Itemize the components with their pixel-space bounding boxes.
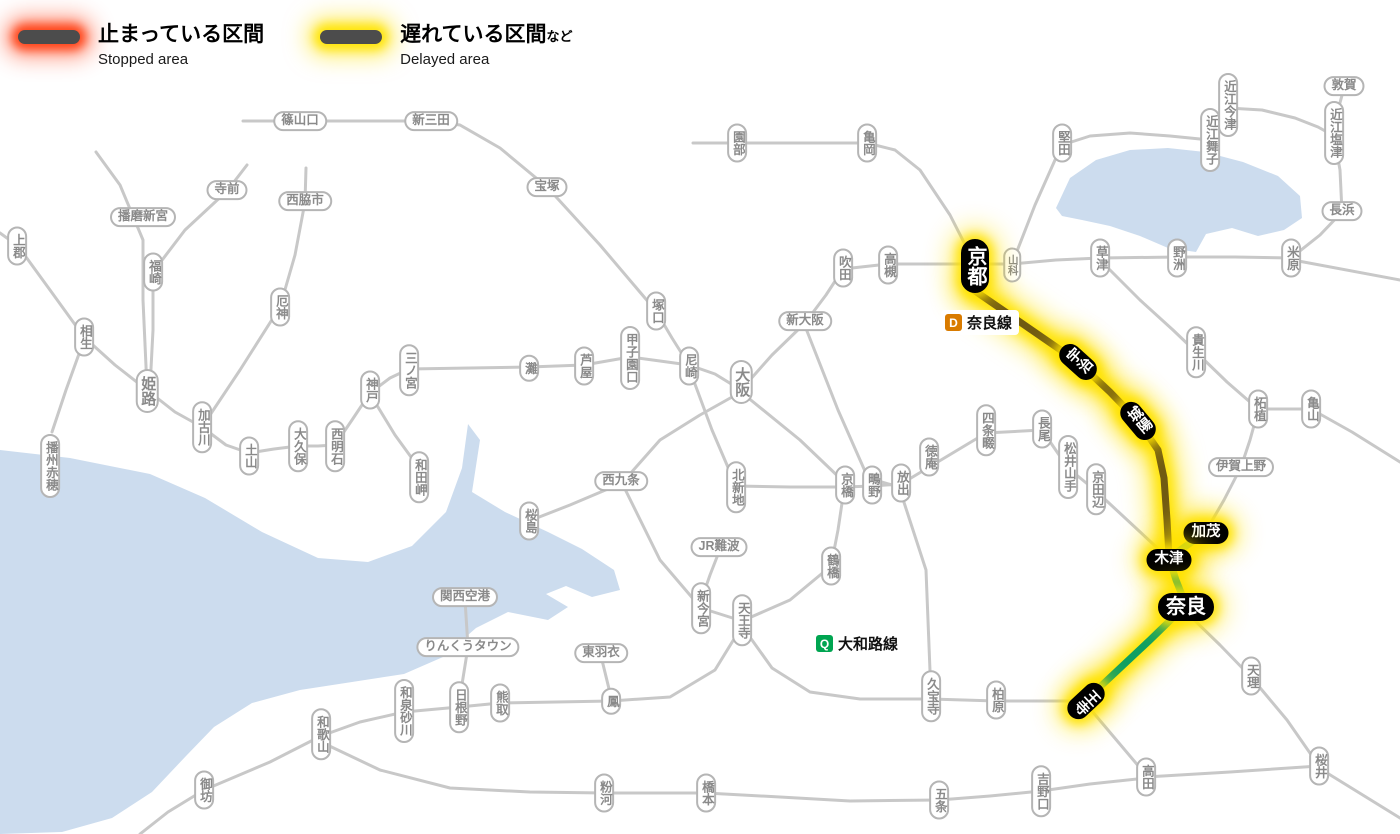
delayed-label: 遅れている区間など — [400, 18, 572, 48]
legend: 止まっている区間 Stopped area 遅れている区間など Delayed … — [18, 18, 573, 68]
rail-line-gakkentoshi — [843, 428, 1168, 558]
rail-line-hagoromo — [599, 654, 613, 699]
legend-delayed-text: 遅れている区間など Delayed area — [400, 18, 572, 68]
water-lake-biwa — [1056, 148, 1302, 252]
rail-line-fukuchiyama — [241, 119, 691, 367]
rail-line-kishin — [94, 150, 149, 390]
rail-line-namba-branch — [699, 555, 719, 603]
rail-line-kusatsu — [1098, 258, 1260, 411]
water-osaka-bay — [0, 424, 620, 834]
nara-line-symbol-icon: D — [945, 314, 962, 331]
rail-line-sakurajima — [527, 481, 624, 523]
rail-line-kansai-iga — [1204, 409, 1260, 533]
rail-line-bantan — [148, 163, 249, 390]
yamatoji-line-symbol-icon: Q — [816, 635, 833, 652]
rail-line-sanyo-main — [0, 231, 743, 455]
delayed-label-main: 遅れている区間 — [400, 23, 547, 46]
rail-line-wadamisaki — [368, 392, 421, 470]
nara-line-name: 奈良線 — [967, 315, 1013, 332]
yamatoji-line-name: 大和路線 — [838, 636, 899, 653]
legend-stopped-text: 止まっている区間 Stopped area — [98, 18, 264, 68]
rail-line-tokaido-east — [1291, 258, 1400, 282]
rail-line-ako — [50, 338, 86, 434]
rail-line-yamatoji-west — [740, 624, 1088, 703]
legend-stopped: 止まっている区間 Stopped area — [18, 18, 264, 68]
rail-line-wakayama — [319, 740, 1148, 803]
rail-line-kansai-east — [1256, 407, 1400, 464]
stopped-sublabel: Stopped area — [98, 51, 189, 68]
highlight-line-yamatoji-line — [1082, 528, 1210, 704]
rail-line-kakogawa — [200, 166, 308, 429]
rail-line-sakurai-east — [1317, 766, 1400, 820]
rail-line-osaka-higashi — [803, 324, 933, 698]
stopped-label: 止まっている区間 — [98, 23, 265, 46]
delayed-label-suffix: など — [546, 29, 573, 44]
legend-delayed: 遅れている区間など Delayed area — [320, 18, 573, 68]
rail-line-sanin — [691, 141, 977, 266]
rail-line-osaka-loop — [620, 390, 847, 623]
rail-line-sakurai — [1144, 610, 1321, 779]
rail-line-tozai — [687, 366, 847, 489]
rail-line-hokuriku — [1289, 86, 1346, 260]
delayed-area-swatch-icon — [320, 30, 383, 44]
nara-line-badge: D 奈良線 — [941, 310, 1020, 335]
yamatoji-line-badge: Q 大和路線 — [812, 631, 906, 656]
delayed-sublabel: Delayed area — [400, 51, 490, 68]
stopped-area-swatch-icon — [18, 30, 80, 44]
